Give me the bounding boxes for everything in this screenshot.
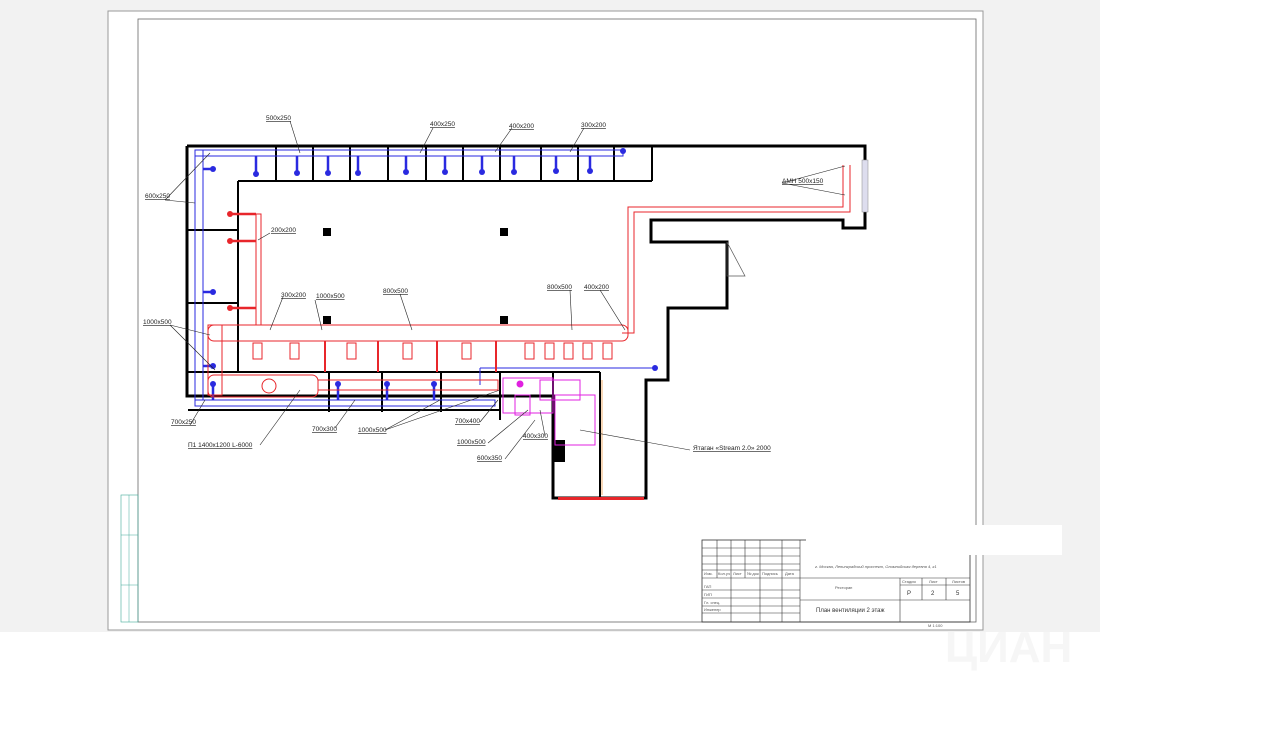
drawing-frame [137, 18, 977, 623]
duct-label: 400x300 [523, 433, 548, 440]
duct-label: 400x200 [509, 123, 534, 130]
sheets-value: 5 [956, 591, 960, 597]
duct-label: 300x200 [281, 292, 306, 299]
duct-labels: 500x250 400x250 400x200 300x200 600x250 … [143, 115, 824, 462]
exhaust-ducts [194, 148, 658, 407]
redaction-box [806, 525, 1062, 555]
sheet-label: Лист [929, 579, 938, 584]
col-list: Лист [733, 571, 742, 576]
sheet-title: План вентиляции 2 этаж [816, 608, 885, 614]
duct-label: 800x500 [383, 288, 408, 295]
stage-label: Стадия [902, 579, 916, 584]
duct-label: 1000x500 [143, 319, 172, 326]
duct-label: 500x250 [266, 115, 291, 122]
leader-lines [164, 120, 846, 460]
duct-label: 400x250 [430, 121, 455, 128]
equipment-label: П1 1400x1200 L-6000 [188, 442, 253, 449]
duct-label: 700x300 [312, 426, 337, 433]
watermark: ЦИАН [945, 623, 1072, 672]
duct-label: 700x250 [171, 419, 196, 426]
col-izm: Изм. [704, 571, 713, 576]
duct-label: 300x200 [581, 122, 606, 129]
address: г. Москва, Ленинградский проспект, Олимп… [815, 564, 937, 569]
role: Инженер [704, 607, 721, 612]
col-doc: № док [747, 571, 759, 576]
duct-label: 200x200 [271, 227, 296, 234]
col-sign: Подпись [762, 571, 778, 576]
equipment-label: Ятаган «Stream 2.0» 2000 [693, 445, 771, 452]
duct-label: 1000x500 [358, 427, 387, 434]
stage-value: Р [907, 591, 911, 597]
duct-label: 600x350 [477, 455, 502, 462]
title-block: г. Москва, Ленинградский проспект, Олимп… [701, 525, 1062, 628]
role: ГИП [704, 592, 712, 597]
duct-label: 1000x500 [316, 293, 345, 300]
air-handling-unit [502, 377, 596, 446]
duct-label: 400x200 [584, 284, 609, 291]
role: Гл. спец. [704, 600, 720, 605]
supply-ducts [207, 165, 851, 500]
object-name: Ресторан [835, 585, 852, 590]
role: ГАП [704, 584, 712, 589]
duct-label: 800x500 [547, 284, 572, 291]
duct-label: АМН 500x150 [782, 178, 824, 185]
col-date: Дата [785, 571, 795, 576]
duct-label: 1000x500 [457, 439, 486, 446]
sheet-value: 2 [931, 591, 935, 597]
scale: М 1:100 [928, 623, 943, 628]
side-stamp [120, 494, 139, 623]
duct-label: 700x400 [455, 418, 480, 425]
col-kol: Кол.уч [718, 571, 730, 576]
sheets-label: Листов [952, 579, 965, 584]
duct-label: 600x250 [145, 193, 170, 200]
